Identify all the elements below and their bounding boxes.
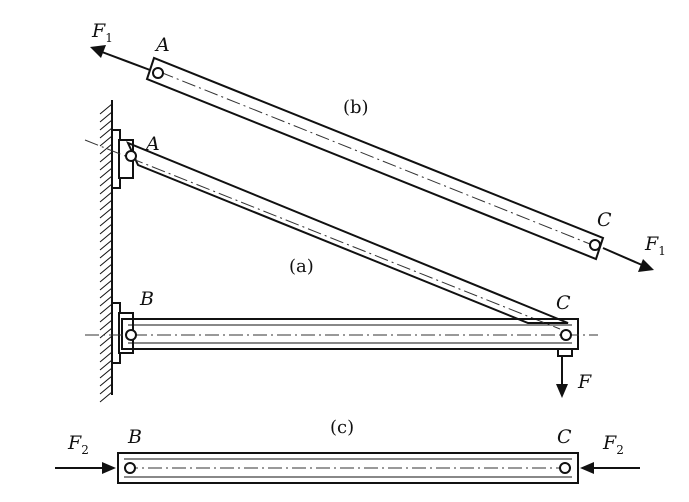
hatch-line xyxy=(99,279,113,291)
force-f1-c-arrowhead xyxy=(638,259,654,272)
figure-b: F1 A C F1 (b) xyxy=(90,20,666,272)
hatch-line xyxy=(99,335,113,347)
pin-a xyxy=(125,150,137,162)
hatch-line xyxy=(99,143,113,155)
force-f1-a-arrow xyxy=(101,51,151,71)
hatch-line xyxy=(99,167,113,179)
hatch-line xyxy=(99,103,113,115)
wall xyxy=(99,100,113,403)
hatch-line xyxy=(99,231,113,243)
force-f-arrowhead xyxy=(556,384,568,398)
label-a: A xyxy=(144,133,160,155)
pin-c-free xyxy=(589,239,601,251)
hatch-line xyxy=(99,239,113,251)
force-f1-c-arrow xyxy=(602,247,643,266)
label-b: B xyxy=(139,288,154,310)
pin-b xyxy=(125,329,137,341)
pin-b-free xyxy=(124,462,136,474)
bar-ac-centerline xyxy=(84,139,561,330)
pin-a-free xyxy=(152,67,164,79)
hatch-line xyxy=(99,383,113,395)
hatch-line xyxy=(99,223,113,235)
hatch-line xyxy=(99,215,113,227)
label-c: C xyxy=(556,292,571,314)
hatch-line xyxy=(99,175,113,187)
hatch-line xyxy=(99,391,113,403)
hatch-line xyxy=(99,359,113,371)
label-f2-b: F2 xyxy=(67,432,89,457)
caption-b: (b) xyxy=(343,97,369,118)
figure-a: A B C F (a) xyxy=(84,129,598,398)
figure-c: F2 B C F2 (c) xyxy=(55,417,640,484)
wall-hatching xyxy=(99,103,113,403)
caption-c: (c) xyxy=(330,417,354,438)
label-c-free: C xyxy=(597,209,612,231)
hatch-line xyxy=(99,119,113,131)
label-f1-c: F1 xyxy=(644,233,666,258)
label-f2-c: F2 xyxy=(602,432,624,457)
hatch-line xyxy=(99,311,113,323)
hatch-line xyxy=(99,151,113,163)
hatch-line xyxy=(99,247,113,259)
force-f2-c-arrowhead xyxy=(580,462,594,474)
hatch-line xyxy=(99,271,113,283)
hatch-line xyxy=(99,183,113,195)
hatch-line xyxy=(99,375,113,387)
pin-c xyxy=(560,329,572,341)
hatch-line xyxy=(99,159,113,171)
bar-ac-free xyxy=(145,56,605,261)
label-c-free-bc: C xyxy=(557,426,572,448)
hatch-line xyxy=(99,287,113,299)
hook-c xyxy=(557,349,573,357)
hatch-line xyxy=(99,319,113,331)
hatch-line xyxy=(99,135,113,147)
hatch-line xyxy=(99,127,113,139)
bar-ac-free-centerline xyxy=(159,71,591,245)
hatch-line xyxy=(99,199,113,211)
hatch-line xyxy=(99,295,113,307)
hatch-line xyxy=(99,303,113,315)
hatch-line xyxy=(99,263,113,275)
bar-ac xyxy=(126,141,569,324)
pin-c-free-bc xyxy=(559,462,571,474)
hatch-line xyxy=(99,191,113,203)
label-a-free: A xyxy=(154,34,170,56)
hatch-line xyxy=(99,327,113,339)
hatch-line xyxy=(99,255,113,267)
force-f1-a-arrowhead xyxy=(90,45,106,58)
bar-bc-free xyxy=(117,452,579,484)
hatch-line xyxy=(99,343,113,355)
force-f2-b-arrowhead xyxy=(102,462,116,474)
caption-a: (a) xyxy=(289,256,314,277)
hatch-line xyxy=(99,351,113,363)
label-f: F xyxy=(577,371,592,393)
hatch-line xyxy=(99,367,113,379)
label-f1-a: F1 xyxy=(91,20,113,45)
hatch-line xyxy=(99,207,113,219)
bar-bc xyxy=(121,318,579,350)
label-b-free: B xyxy=(127,426,142,448)
hatch-line xyxy=(99,111,113,123)
